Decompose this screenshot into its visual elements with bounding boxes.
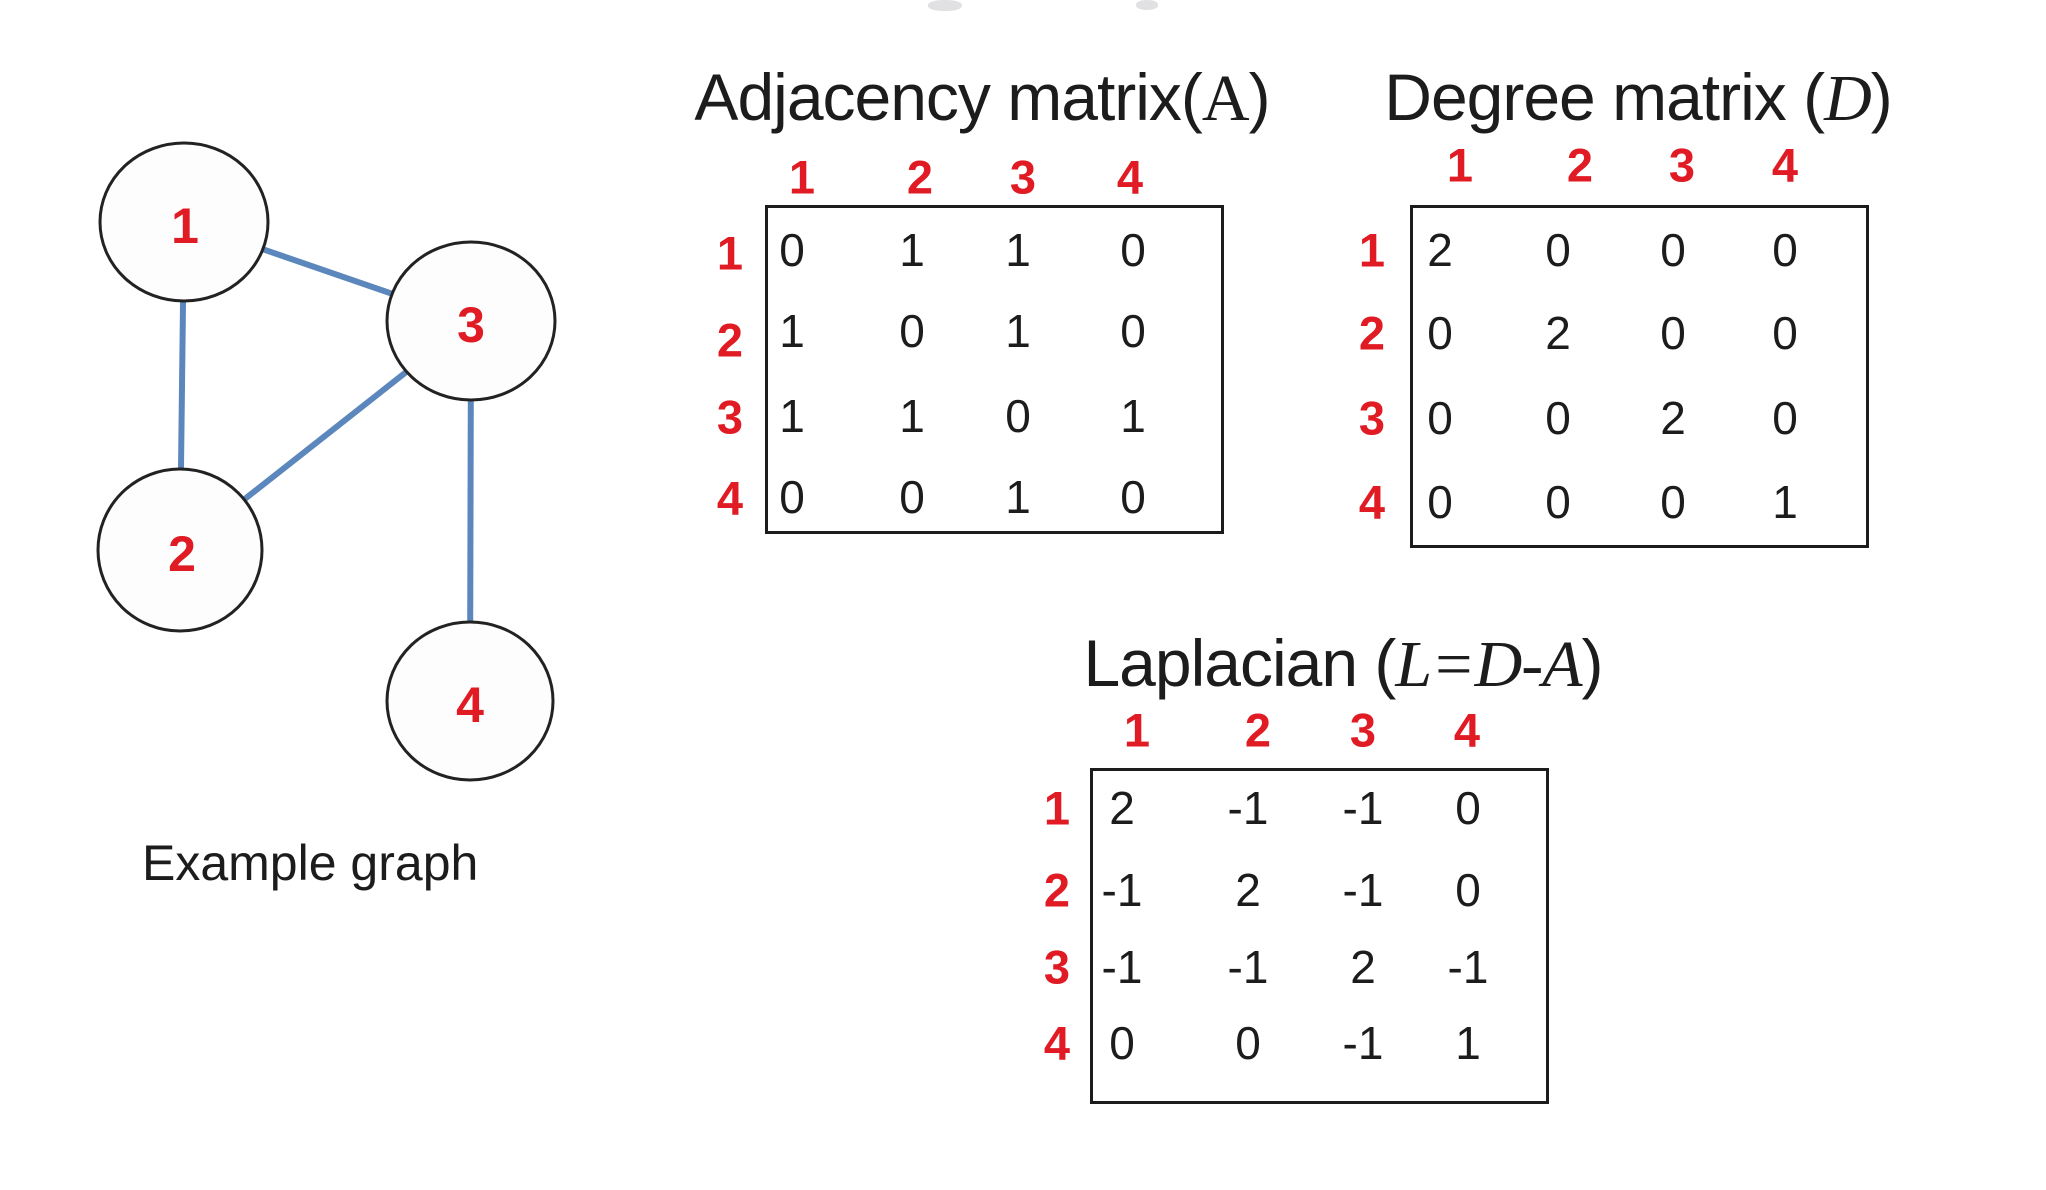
degree-cell-r4c3: 0 bbox=[1660, 476, 1686, 528]
adjacency-cell-r2c3: 1 bbox=[1005, 305, 1031, 357]
degree-cell-r2c3: 0 bbox=[1660, 307, 1686, 359]
degree-cell-r2c1: 0 bbox=[1427, 307, 1453, 359]
degree-row-label-3: 3 bbox=[1358, 391, 1386, 445]
laplacian-cell-r4c3: -1 bbox=[1342, 1017, 1384, 1069]
degree-cell-r1c1: 2 bbox=[1427, 224, 1453, 276]
laplacian-cell-r1c3: -1 bbox=[1342, 782, 1384, 834]
node-1-label: 1 bbox=[171, 198, 199, 254]
degree-cell-r3c4: 0 bbox=[1772, 392, 1798, 444]
degree-cell-r2c2: 2 bbox=[1545, 307, 1571, 359]
example-graph: 1 2 3 4 bbox=[96, 141, 557, 782]
node-4-circle bbox=[385, 620, 555, 782]
laplacian-cell-r4c4: 1 bbox=[1455, 1017, 1481, 1069]
adjacency-cell-r2c4: 0 bbox=[1120, 305, 1146, 357]
node-4-label: 4 bbox=[456, 677, 484, 733]
adjacency-row-label-4: 4 bbox=[716, 471, 744, 525]
degree-title-symbol: D bbox=[1824, 62, 1872, 135]
laplacian-cell-r2c1: -1 bbox=[1101, 864, 1143, 916]
adjacency-title: Adjacency matrix(A) bbox=[694, 62, 1270, 135]
adjacency-row-label-2: 2 bbox=[716, 313, 744, 367]
laplacian-cell-r4c2: 0 bbox=[1235, 1017, 1261, 1069]
node-3-circle bbox=[385, 240, 557, 402]
adjacency-cell-r2c2: 0 bbox=[899, 305, 925, 357]
adjacency-cell-r4c2: 0 bbox=[899, 471, 925, 523]
degree-cell-r3c2: 0 bbox=[1545, 392, 1571, 444]
adjacency-row-label-3: 3 bbox=[716, 390, 744, 444]
laplacian-matrix-box bbox=[1090, 768, 1549, 1104]
node-1-circle bbox=[98, 141, 270, 303]
adjacency-cell-r1c1: 0 bbox=[779, 224, 805, 276]
laplacian-row-label-4: 4 bbox=[1043, 1016, 1071, 1070]
laplacian-row-label-3: 3 bbox=[1043, 940, 1071, 994]
adjacency-cell-r4c1: 0 bbox=[779, 471, 805, 523]
adjacency-title-symbol: A bbox=[1201, 62, 1250, 135]
adjacency-cell-r4c4: 0 bbox=[1120, 471, 1146, 523]
degree-cell-r1c3: 0 bbox=[1660, 224, 1686, 276]
degree-row-label-1: 1 bbox=[1358, 223, 1386, 277]
laplacian-cell-r1c1: 2 bbox=[1109, 782, 1135, 834]
degree-row-label-2: 2 bbox=[1358, 306, 1386, 360]
top-edge-artifact bbox=[928, 0, 962, 11]
laplacian-cell-r3c1: -1 bbox=[1101, 941, 1143, 993]
degree-title-suffix: ) bbox=[1870, 60, 1893, 134]
adjacency-cell-r2c1: 1 bbox=[779, 305, 805, 357]
laplacian-cell-r1c4: 0 bbox=[1455, 782, 1481, 834]
graph-caption: Example graph bbox=[142, 835, 479, 891]
laplacian-row-label-1: 1 bbox=[1043, 781, 1071, 835]
degree-cell-r2c4: 0 bbox=[1772, 307, 1798, 359]
laplacian-col-label-1: 1 bbox=[1123, 703, 1151, 757]
laplacian-cell-r4c1: 0 bbox=[1109, 1017, 1135, 1069]
laplacian-col-label-3: 3 bbox=[1349, 703, 1377, 757]
adjacency-cell-r3c4: 1 bbox=[1120, 390, 1146, 442]
laplacian-cell-r3c2: -1 bbox=[1227, 941, 1269, 993]
adjacency-title-suffix: ) bbox=[1248, 60, 1271, 134]
laplacian-title-symbol: L=D-A bbox=[1395, 628, 1582, 701]
degree-matrix-box bbox=[1410, 205, 1869, 548]
adjacency-cell-r3c3: 0 bbox=[1005, 390, 1031, 442]
adjacency-matrix-box bbox=[765, 205, 1224, 534]
laplacian-col-label-2: 2 bbox=[1244, 703, 1272, 757]
laplacian-cell-r1c2: -1 bbox=[1227, 782, 1269, 834]
degree-col-label-4: 4 bbox=[1771, 138, 1799, 192]
laplacian-col-label-4: 4 bbox=[1453, 703, 1481, 757]
node-2-circle bbox=[96, 467, 264, 633]
degree-cell-r4c2: 0 bbox=[1545, 476, 1571, 528]
adjacency-col-label-4: 4 bbox=[1116, 150, 1144, 204]
adjacency-row-label-1: 1 bbox=[716, 226, 744, 280]
degree-cell-r4c4: 1 bbox=[1772, 476, 1798, 528]
adjacency-col-label-2: 2 bbox=[906, 150, 934, 204]
laplacian-title-prefix: Laplacian ( bbox=[1083, 626, 1396, 700]
adjacency-cell-r1c4: 0 bbox=[1120, 224, 1146, 276]
adjacency-col-label-1: 1 bbox=[788, 150, 816, 204]
adjacency-cell-r1c2: 1 bbox=[899, 224, 925, 276]
adjacency-cell-r4c3: 1 bbox=[1005, 471, 1031, 523]
degree-row-label-4: 4 bbox=[1358, 475, 1386, 529]
adjacency-cell-r3c1: 1 bbox=[779, 390, 805, 442]
laplacian-title: Laplacian (L=D-A) bbox=[1083, 628, 1603, 701]
node-2-label: 2 bbox=[168, 526, 196, 582]
degree-cell-r1c2: 0 bbox=[1545, 224, 1571, 276]
adjacency-cell-r3c2: 1 bbox=[899, 390, 925, 442]
degree-title: Degree matrix (D) bbox=[1384, 62, 1892, 135]
laplacian-row-label-2: 2 bbox=[1043, 863, 1071, 917]
degree-title-prefix: Degree matrix ( bbox=[1384, 60, 1825, 134]
node-3-label: 3 bbox=[457, 297, 485, 353]
laplacian-cell-r2c4: 0 bbox=[1455, 864, 1481, 916]
degree-cell-r4c1: 0 bbox=[1427, 476, 1453, 528]
degree-cell-r3c3: 2 bbox=[1660, 392, 1686, 444]
degree-cell-r1c4: 0 bbox=[1772, 224, 1798, 276]
laplacian-cell-r2c2: 2 bbox=[1235, 864, 1261, 916]
adjacency-title-prefix: Adjacency matrix( bbox=[694, 60, 1202, 134]
adjacency-col-label-3: 3 bbox=[1009, 150, 1037, 204]
laplacian-title-suffix: ) bbox=[1581, 626, 1604, 700]
degree-col-label-1: 1 bbox=[1446, 138, 1474, 192]
laplacian-cell-r2c3: -1 bbox=[1342, 864, 1384, 916]
laplacian-cell-r3c3: 2 bbox=[1350, 941, 1376, 993]
laplacian-cell-r3c4: -1 bbox=[1447, 941, 1489, 993]
degree-col-label-2: 2 bbox=[1566, 138, 1594, 192]
degree-cell-r3c1: 0 bbox=[1427, 392, 1453, 444]
top-edge-artifact bbox=[1136, 0, 1158, 10]
degree-col-label-3: 3 bbox=[1668, 138, 1696, 192]
adjacency-cell-r1c3: 1 bbox=[1005, 224, 1031, 276]
